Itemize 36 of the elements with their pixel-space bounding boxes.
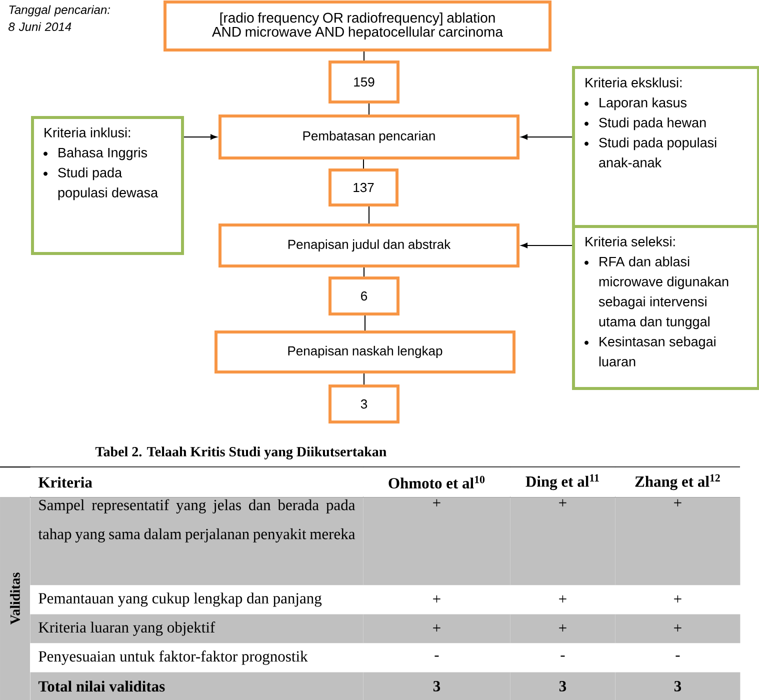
table-cell: + — [510, 585, 616, 614]
process-box: Penapisan naskah lengkap — [214, 330, 516, 374]
process-box: Penapisan judul dan abstrak — [218, 224, 520, 268]
table-cell: 3 — [615, 672, 740, 700]
count-box: 137 — [328, 168, 398, 206]
criteria-box: Kriteria seleksi: RFA dan ablasi microwave digunakan sebagai intervensi utama dan tunggal Kesintasan sebagai luaran — [572, 225, 759, 390]
table-cell: + — [363, 614, 510, 644]
arrow — [521, 242, 572, 248]
table-cell: Ding et al$^{11}$ — [510, 467, 616, 498]
connector-line — [364, 315, 366, 331]
table-cell: 3 — [510, 672, 616, 700]
table-cell: + — [615, 614, 740, 644]
table-cell: + — [615, 585, 740, 614]
table-cell: + — [363, 585, 510, 614]
count-box: 159 — [328, 60, 400, 104]
arrow — [521, 134, 572, 140]
table-cell: 3 — [363, 672, 510, 700]
table-cell: Validitas — [0, 497, 30, 700]
table-cell: Zhang et al$^{12}$ — [615, 467, 740, 498]
process-box: Pembatasan pencarian — [218, 114, 520, 160]
table-cell: + — [510, 497, 616, 586]
connector-line — [363, 159, 364, 169]
search-box: [radio frequency OR radiofrequency] ablation AND microwave AND hepatocellular carcinoma — [164, 0, 552, 52]
count-box: 3 — [328, 384, 400, 424]
table-title: Tabel 2. Telaah Kritis Studi yang Diikutsertakan — [95, 446, 386, 460]
criteria-box: Kriteria eksklusi: Laporan kasus Studi pada hewan Studi pada populasi anak-anak — [572, 66, 759, 228]
table-cell: + — [363, 497, 510, 586]
arrow — [184, 134, 217, 140]
criteria-box: Kriteria inklusi: Bahasa Inggris Studi pada populasi dewasa — [31, 116, 184, 255]
table-cell: + — [615, 497, 740, 586]
count-box: 6 — [328, 276, 400, 316]
date-note: Tanggal pencarian: 8 Juni 2014 — [8, 5, 110, 31]
table-cell: Ohmoto et al$^{10}$ — [363, 467, 510, 498]
table-cell: + — [510, 614, 616, 644]
connector-line — [368, 103, 370, 115]
connector-line — [368, 206, 370, 224]
